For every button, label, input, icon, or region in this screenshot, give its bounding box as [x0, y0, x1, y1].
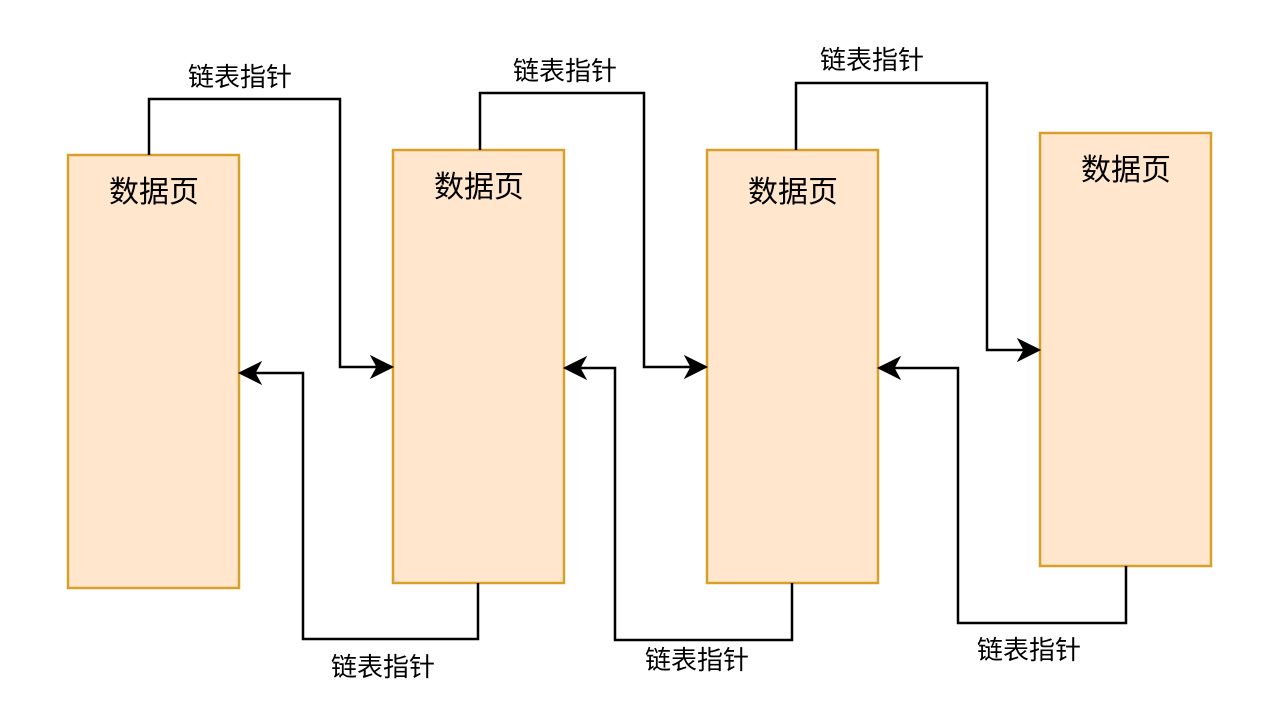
forward-pointer-2-label: 链表指针: [513, 57, 617, 87]
data-page-1: [66, 153, 241, 590]
backward-pointer-2-arrowhead: [562, 355, 588, 381]
backward-pointer-1-line: [254, 371, 480, 641]
backward-pointer-3-arrowhead: [876, 355, 902, 381]
data-page-1-label: 数据页: [109, 175, 199, 210]
backward-pointer-2-label: 链表指针: [645, 646, 749, 676]
forward-pointer-2-arrowhead: [683, 354, 709, 380]
forward-pointer-3-label: 链表指针: [820, 46, 924, 76]
forward-pointer-1-label: 链表指针: [188, 63, 292, 93]
backward-pointer-1-arrowhead: [237, 360, 263, 386]
data-page-4-label: 数据页: [1081, 153, 1171, 188]
forward-pointer-3-arrowhead: [1016, 337, 1042, 363]
forward-pointer-2-line: [478, 91, 692, 369]
forward-pointer-1-line: [147, 97, 378, 369]
backward-pointer-3-label: 链表指针: [977, 636, 1081, 666]
data-page-3-label: 数据页: [748, 175, 838, 210]
data-page-3: [705, 148, 880, 585]
forward-pointer-1-arrowhead: [369, 354, 395, 380]
backward-pointer-2-line: [579, 366, 794, 642]
forward-pointer-3-line: [794, 81, 1025, 352]
data-page-2: [391, 148, 566, 585]
data-page-2-label: 数据页: [434, 170, 524, 205]
backward-pointer-3-line: [893, 366, 1128, 625]
data-page-4: [1038, 131, 1213, 568]
backward-pointer-1-label: 链表指针: [331, 653, 435, 683]
